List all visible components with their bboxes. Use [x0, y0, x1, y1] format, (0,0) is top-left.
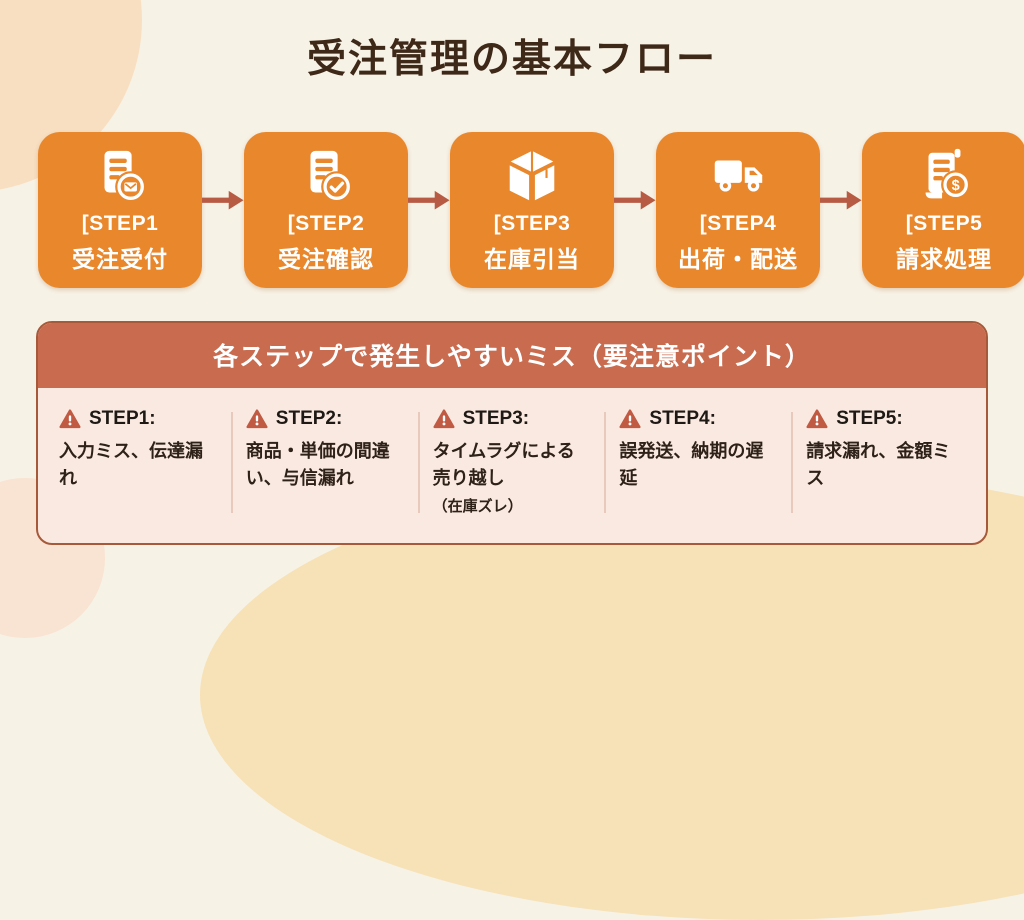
mistake-item-4: STEP4: 誤発送、納期の遅延 — [606, 406, 791, 519]
mistakes-panel-body: STEP1: 入力ミス、伝達漏れ STEP2: 商品・単価の間違い、与信漏れ S… — [38, 388, 986, 543]
mistake-description: 誤発送、納期の遅延 — [619, 441, 764, 488]
mistakes-panel-header: 各ステップで発生しやすいミス（要注意ポイント） — [38, 323, 986, 388]
mistake-item-3: STEP3: タイムラグによる売り越し （在庫ズレ） — [420, 406, 605, 519]
truck-icon — [707, 146, 769, 208]
mistake-description: 入力ミス、伝達漏れ — [59, 441, 203, 488]
package-icon — [501, 146, 563, 208]
column-divider — [230, 412, 233, 513]
step-box-5: $ [STEP5 請求処理 — [862, 132, 1024, 288]
mistake-step-label: STEP1: — [89, 408, 156, 429]
arrow-right-icon — [614, 188, 656, 212]
arrow-right-icon — [408, 188, 450, 212]
mistake-item-1: STEP1: 入力ミス、伝達漏れ — [46, 406, 231, 519]
mistake-item-2: STEP2: 商品・単価の間違い、与信漏れ — [233, 406, 418, 519]
step-box-3: [STEP3 在庫引当 — [450, 132, 614, 288]
document-check-icon — [295, 146, 357, 208]
arrow-right-icon — [820, 188, 862, 212]
step-box-1: [STEP1 受注受付 — [38, 132, 202, 288]
column-divider — [791, 412, 794, 513]
step-code: [STEP4 — [699, 212, 777, 235]
infographic: 受注管理の基本フロー [STEP1 受注受付 — [36, 38, 1024, 545]
svg-text:$: $ — [952, 178, 960, 194]
warning-triangle-icon — [619, 409, 641, 429]
step-code: [STEP5 — [905, 212, 983, 235]
step-label: 請求処理 — [896, 246, 992, 272]
step-label: 出荷・配送 — [678, 246, 798, 272]
step-label: 受注受付 — [72, 246, 168, 272]
mistake-description: 商品・単価の間違い、与信漏れ — [245, 441, 390, 488]
step-code: [STEP1 — [81, 212, 159, 235]
mistake-step-label: STEP3: — [462, 408, 530, 429]
invoice-dollar-icon: $ — [913, 146, 975, 208]
mistake-item-5: STEP5: 請求漏れ、金額ミス — [793, 406, 978, 519]
step-code: [STEP2 — [287, 212, 365, 235]
flow-row: [STEP1 受注受付 [STEP2 受注確認 — [38, 132, 1024, 288]
warning-triangle-icon — [806, 409, 828, 429]
step-box-4: [STEP4 出荷・配送 — [656, 132, 820, 288]
document-envelope-icon — [89, 146, 151, 208]
page-title: 受注管理の基本フロー — [306, 38, 717, 81]
column-divider — [604, 412, 607, 513]
step-box-2: [STEP2 受注確認 — [244, 132, 408, 288]
mistakes-panel: 各ステップで発生しやすいミス（要注意ポイント） STEP1: 入力ミス、伝達漏れ… — [36, 321, 988, 545]
mistake-step-label: STEP2: — [275, 408, 343, 429]
warning-triangle-icon — [246, 409, 268, 429]
warning-triangle-icon — [59, 409, 81, 429]
step-label: 在庫引当 — [484, 246, 580, 272]
step-code: [STEP3 — [493, 212, 571, 235]
mistake-description: 請求漏れ、金額ミス — [806, 441, 951, 488]
step-label: 受注確認 — [278, 246, 374, 272]
warning-triangle-icon — [433, 409, 455, 429]
arrow-right-icon — [202, 188, 244, 212]
column-divider — [417, 412, 420, 513]
mistake-note: （在庫ズレ） — [432, 498, 523, 515]
mistake-step-label: STEP5: — [836, 408, 903, 429]
mistake-description: タイムラグによる売り越し — [432, 441, 575, 488]
mistake-step-label: STEP4: — [649, 408, 716, 429]
